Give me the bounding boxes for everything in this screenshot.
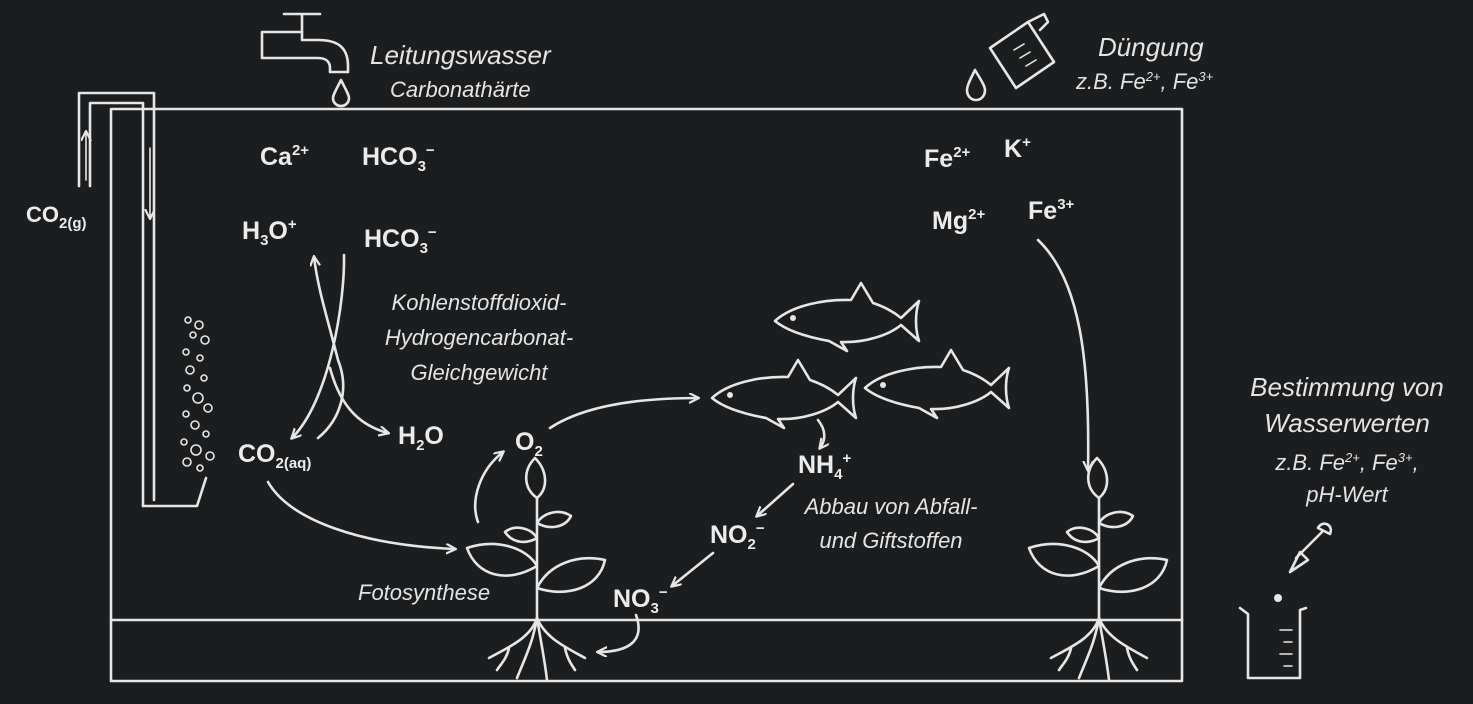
nh4-ion: NH4+: [798, 450, 852, 483]
hco3-ion-mid: HCO3−: [364, 224, 437, 257]
plant-icon: [1027, 456, 1169, 682]
photosynthesis-label: Fotosynthese: [358, 580, 491, 605]
beaker-icon: [1238, 606, 1308, 680]
co2-tube-outer: [77, 91, 156, 502]
tap-water-title: Leitungswasser: [370, 40, 551, 70]
degradation-label-2: und Giftstoffen: [819, 528, 963, 553]
arrow-to-h2o: [328, 366, 388, 433]
arrow-to-h3o: [314, 257, 345, 440]
co2-tube-outlet: [141, 476, 208, 508]
plant-icon: [465, 456, 607, 682]
arrow-no3-to-roots: [598, 613, 640, 652]
o2-label: O2: [515, 428, 543, 460]
fish-icon: [710, 358, 858, 430]
co2-tube-inner: [88, 101, 145, 508]
measuring-cup-icon: [965, 12, 1056, 102]
bubbles-icon: [180, 316, 215, 472]
aquarium-tank: [109, 107, 1184, 683]
arrow-nh4-to-no2: [757, 482, 795, 516]
h2o-label: H2O: [398, 422, 444, 454]
fertilizer-title: Düngung: [1098, 32, 1204, 62]
degradation-label-1: Abbau von Abfall-: [804, 494, 978, 519]
arrow-no2-to-no3: [672, 551, 715, 586]
hco3-ion-top: HCO3−: [362, 142, 435, 175]
testing-note: z.B. Fe2+, Fe3+,: [1275, 450, 1419, 475]
arrow-plant-to-o2: [474, 452, 503, 524]
h3o-ion: H3O+: [242, 216, 297, 249]
no3-ion: NO3−: [613, 584, 668, 617]
carbonate-hardness-label: Carbonathärte: [390, 77, 531, 102]
equilibrium-label-1: Kohlenstoffdioxid-: [391, 290, 567, 315]
co2-aq-label: CO2(aq): [238, 440, 312, 472]
pipette-icon: [1274, 522, 1333, 602]
fish-icon: [863, 348, 1011, 420]
arrow-co2-to-plant: [266, 480, 455, 549]
fe2-ion: Fe2+: [924, 144, 971, 173]
equilibrium-label-3: Gleichgewicht: [410, 360, 548, 385]
no2-ion: NO2−: [710, 520, 765, 553]
testing-title-2: Wasserwerten: [1264, 408, 1430, 438]
arrow-to-co2aq: [292, 253, 346, 438]
testing-title-1: Bestimmung von: [1250, 372, 1444, 402]
co2-gas-label: CO2(g): [26, 202, 87, 232]
arrow-o2-to-fish: [548, 398, 698, 430]
fertilizer-note: z.B. Fe2+, Fe3+: [1076, 69, 1214, 94]
testing-ph: pH-Wert: [1306, 482, 1388, 507]
k-ion: K+: [1004, 134, 1031, 163]
arrow-fish-to-nh4: [816, 418, 824, 448]
faucet-icon: [260, 12, 351, 108]
ca-ion: Ca2+: [260, 142, 310, 171]
mg-ion: Mg2+: [932, 206, 986, 235]
fish-icon: [773, 281, 921, 353]
equilibrium-label-2: Hydrogencarbonat-: [384, 325, 574, 350]
fe3-ion: Fe3+: [1028, 196, 1075, 225]
arrow-fe3-to-plant: [1036, 238, 1088, 470]
